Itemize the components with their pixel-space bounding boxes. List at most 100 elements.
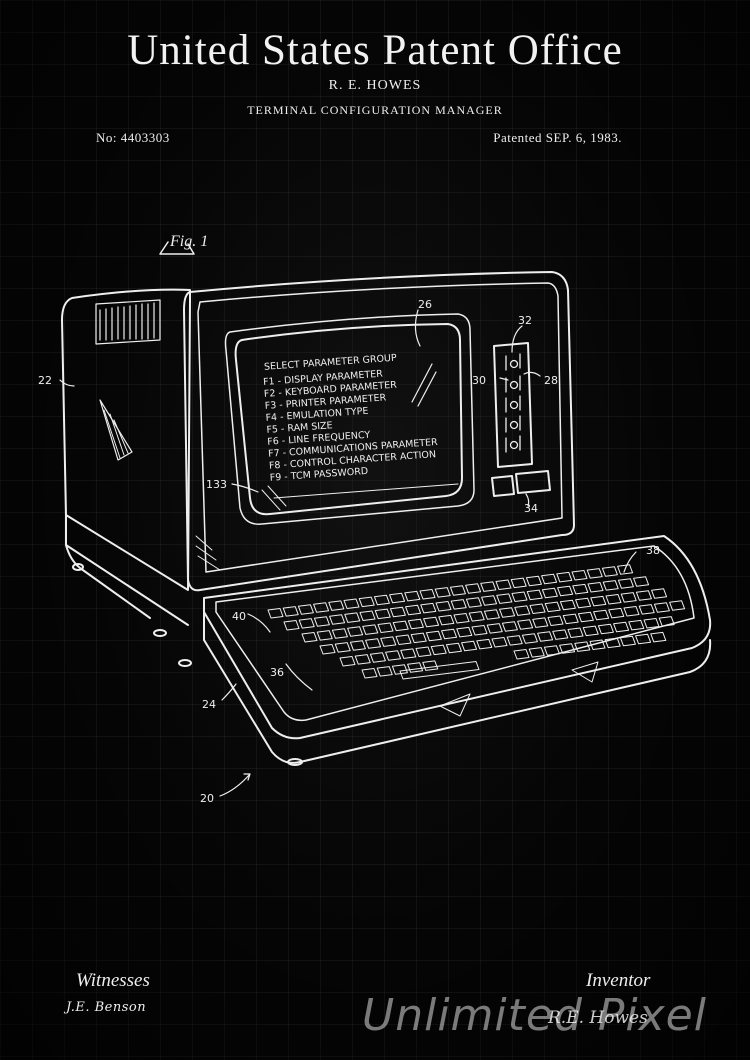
- keyboard-key: [405, 604, 422, 616]
- keyboard-key: [506, 635, 523, 646]
- keyboard-key: [541, 573, 558, 585]
- keyboard-key: [571, 570, 588, 581]
- keyboard-key: [471, 625, 488, 636]
- keyboard-key: [651, 588, 668, 599]
- keyboard-key: [465, 583, 482, 594]
- keyboard-key: [419, 589, 436, 600]
- keyboard-key: [623, 606, 640, 617]
- keyboard-key: [377, 622, 394, 633]
- keyboard-key: [395, 634, 412, 645]
- keyboard-key: [420, 602, 437, 614]
- ref-32: 32: [518, 314, 532, 327]
- keyboard-key: [574, 641, 591, 652]
- keyboard-key: [605, 594, 622, 605]
- keyboard-key: [301, 632, 318, 643]
- keyboard-key: [365, 638, 382, 649]
- keyboard-key: [438, 614, 455, 626]
- inventor-name: R. E. HOWES: [328, 78, 422, 93]
- ref-30: 30: [472, 374, 486, 387]
- keyboard-key: [635, 590, 652, 601]
- keyboard-key: [541, 587, 558, 599]
- keyboard-key: [267, 608, 284, 619]
- keyboard-key: [343, 598, 360, 609]
- leader-lines: [59, 309, 637, 797]
- keyboard-key: [434, 587, 451, 598]
- keyboard-key: [613, 621, 630, 633]
- invention-title: TERMINAL CONFIGURATION MANAGER: [247, 103, 503, 117]
- keyboard-key: [354, 654, 371, 665]
- monitor-bezel: [183, 271, 575, 592]
- keyboard-key: [602, 580, 619, 591]
- keyboard-key: [339, 656, 356, 667]
- crt-screen: SELECT PARAMETER GROUP F1 - DISPLAY PARA…: [224, 313, 475, 525]
- keyboard-tray: [203, 535, 712, 764]
- keyboard-key: [517, 619, 534, 630]
- keyboard-key: [532, 617, 549, 628]
- keyboard-key: [407, 618, 424, 630]
- keyboard-key: [359, 610, 376, 621]
- keyboard-key: [552, 629, 569, 640]
- keyboard-key: [465, 597, 482, 608]
- keyboard-key: [450, 599, 467, 610]
- inventor-signature: R.E. Howes: [548, 1008, 648, 1028]
- keyboard-key: [543, 645, 560, 656]
- keyboard-key: [422, 660, 439, 671]
- keyboard-key: [619, 635, 636, 647]
- keyboard-key: [529, 603, 546, 614]
- svg-text:Fig. 1: Fig. 1: [169, 233, 208, 250]
- keyboard-key: [617, 564, 634, 575]
- ref-36: 36: [270, 666, 284, 679]
- witnesses-label: Witnesses: [76, 970, 150, 991]
- keyboard-key: [557, 585, 574, 597]
- keyboard-key: [331, 628, 348, 639]
- keyboard-key: [389, 592, 406, 604]
- keyboard-key: [669, 600, 686, 611]
- keyboard-key: [638, 604, 655, 615]
- keyboard-key: [316, 630, 333, 641]
- keyboard-key: [653, 602, 670, 613]
- keyboard-key: [373, 594, 390, 606]
- keyboard-key: [407, 662, 424, 673]
- keyboard-key: [586, 568, 603, 579]
- bezel-hatch: [195, 535, 221, 571]
- keyboard-key: [617, 578, 634, 589]
- keyboard-key: [593, 609, 610, 621]
- keyboard-key: [499, 607, 516, 618]
- keyboard-key: [521, 633, 538, 644]
- keyboard-key: [329, 614, 346, 625]
- patent-date: Patented SEP. 6, 1983.: [493, 130, 622, 145]
- keyboard-key: [453, 613, 470, 624]
- keyboard-key: [572, 583, 589, 595]
- keyboard-key: [435, 601, 452, 612]
- keyboard-key: [537, 631, 554, 642]
- keyboard-key: [556, 571, 573, 583]
- witness-signature: J.E. Benson: [66, 1000, 147, 1015]
- keyboard-key: [608, 607, 625, 619]
- keyboard-key: [559, 643, 576, 654]
- keyboard-key: [601, 566, 618, 577]
- keyboard-key: [483, 609, 500, 620]
- keyboard-key: [369, 652, 386, 663]
- keyboard-key: [650, 631, 667, 643]
- keyboard-key: [283, 620, 300, 631]
- keyboard-key: [430, 644, 447, 656]
- keyboard-key: [525, 575, 542, 587]
- keyboard-key: [495, 579, 512, 590]
- keyboard-key: [410, 632, 427, 644]
- keyboard-key: [658, 616, 675, 627]
- keyboard-key: [392, 620, 409, 632]
- keyboard-key: [510, 577, 527, 589]
- page-title: United States Patent Office: [127, 27, 623, 74]
- watermark: Unlimited Pixel: [362, 990, 707, 1041]
- ref-133: 133: [206, 478, 227, 491]
- keyboard-key: [328, 600, 345, 611]
- keyboard-key: [445, 642, 462, 654]
- keyboard-key: [597, 623, 614, 635]
- keyboard-key: [449, 585, 466, 596]
- keyboard-key: [480, 581, 497, 592]
- keyboard-key: [376, 666, 393, 677]
- keyboard-key: [635, 633, 652, 645]
- keyboard-key: [349, 640, 366, 651]
